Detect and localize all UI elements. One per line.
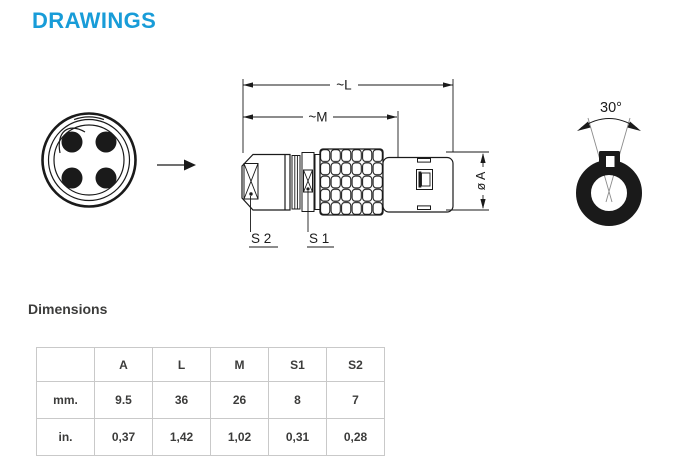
dim-arrow-icon <box>243 82 253 88</box>
latch-window-inner <box>421 172 431 187</box>
front-insulator-ring <box>47 118 131 202</box>
dim-label-l: ~L <box>336 78 352 93</box>
row-label: in. <box>36 418 95 456</box>
angle-arrow-icon <box>577 121 591 131</box>
technical-drawing: ~L ~M <box>41 78 642 248</box>
table-row-in: in. 0,37 1,42 1,02 0,31 0,28 <box>36 418 385 456</box>
s2-label: S 2 <box>251 231 271 246</box>
table-header-cell: S2 <box>326 347 385 382</box>
table-cell: 26 <box>210 381 269 419</box>
front-pin <box>95 131 117 153</box>
row-label: mm. <box>36 381 95 419</box>
table-row-mm: mm. 9.5 36 26 8 7 <box>36 381 385 419</box>
table-cell: 0,37 <box>94 418 153 456</box>
table-header-cell: M <box>210 347 269 382</box>
table-header-cell: S1 <box>268 347 327 382</box>
key-ring <box>576 160 642 226</box>
key-angle-view: 30° <box>576 100 642 226</box>
table-cell: 36 <box>152 381 211 419</box>
front-key-arc <box>73 116 105 121</box>
collar-ring <box>291 155 301 210</box>
dim-arrow-icon <box>480 199 486 209</box>
s1-flat-symbol-cross <box>303 169 313 193</box>
table-header-cell <box>36 347 95 382</box>
dimensions-table: A L M S1 S2 mm. 9.5 36 26 8 7 in. 0,37 1… <box>36 347 385 456</box>
table-header-cell: L <box>152 347 211 382</box>
dim-label-m: ~M <box>308 110 327 125</box>
front-pin <box>95 167 117 189</box>
s2-leader-dot <box>249 192 253 196</box>
table-cell: 8 <box>268 381 327 419</box>
front-pin <box>61 131 83 153</box>
dim-arrow-icon <box>443 82 453 88</box>
table-cell: 1,02 <box>210 418 269 456</box>
s2-flat-symbol-cross <box>243 163 259 200</box>
view-direction-arrow <box>157 159 196 171</box>
front-inner-ring <box>53 124 125 196</box>
s1-label: S 1 <box>309 231 329 246</box>
table-cell: 9.5 <box>94 381 153 419</box>
dia-label: ø A <box>474 171 488 190</box>
table-header-row: A L M S1 S2 <box>36 347 385 382</box>
dim-arrow-icon <box>243 114 253 120</box>
front-shell-ring <box>41 112 137 208</box>
collar-band <box>314 154 321 210</box>
dim-arrow-icon <box>480 153 486 163</box>
table-cell: 7 <box>326 381 385 419</box>
connector-front-view <box>41 112 137 208</box>
angle-arrow-icon <box>627 121 641 131</box>
connector-side-view: ~L ~M <box>241 78 489 248</box>
latch-window-bar <box>418 171 422 188</box>
plug-body-bottom-slot <box>417 205 431 210</box>
front-contact-guide-arc <box>58 127 86 154</box>
page-title: DRAWINGS <box>32 8 157 33</box>
table-cell: 1,42 <box>152 418 211 456</box>
front-pin <box>61 167 83 189</box>
knurled-grip <box>319 148 384 216</box>
s1-leader-dot <box>306 187 310 191</box>
angle-label: 30° <box>600 100 622 116</box>
arrow-head-icon <box>184 159 196 171</box>
table-cell: 0,31 <box>268 418 327 456</box>
plug-body-top-slot <box>417 158 431 163</box>
key-notch <box>606 156 615 167</box>
table-header-cell: A <box>94 347 153 382</box>
dim-arrow-icon <box>387 114 397 120</box>
section-heading: Dimensions <box>28 301 108 317</box>
table-cell: 0,28 <box>326 418 385 456</box>
